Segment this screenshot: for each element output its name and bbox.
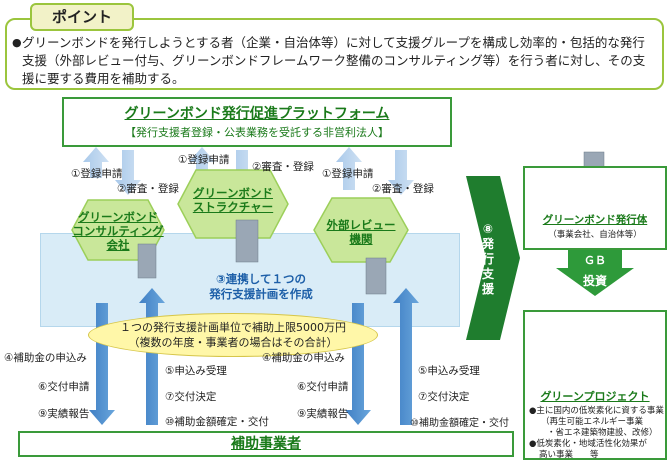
project-item1b: ・省エネ建築物建設、改修） (547, 428, 658, 438)
flow-right-decision: ⑦交付決定 (418, 391, 470, 403)
register-label-2: ①登録申請 (178, 154, 230, 166)
flow-right-report: ⑨実績報告 (297, 408, 349, 420)
flow-left-report: ⑨実績報告 (38, 408, 90, 420)
arrow-down-left (89, 303, 115, 425)
arrow-down-1 (115, 150, 141, 195)
bullet-icon: ● (12, 36, 22, 49)
review-label-2: ②審査・登録 (252, 161, 314, 173)
flow-left-grant-request: ⑥交付申請 (38, 381, 90, 393)
supporter-consulting: グリーンボンド コンサルティング 会社 (72, 210, 164, 252)
arrow-up-left (139, 288, 165, 425)
arrow-up-2 (189, 147, 215, 178)
platform-subtitle: 【発行支援者登録・公表業務を受託する非営利法人】 (125, 126, 389, 139)
project-item2a: 高い事業 等 (539, 450, 599, 460)
register-label-3: ①登録申請 (322, 168, 374, 180)
point-text: グリーンボンドを発行しようとする者（企業・自治体等）に対して支援グループを構成し… (22, 35, 646, 86)
project-item2: ●低炭素化・地域活性化効果が (529, 439, 647, 449)
arrow-up-right (393, 288, 419, 425)
supporter-structure: グリーンボンド ストラクチャー (192, 186, 274, 214)
flow-left-accept: ⑤申込み受理 (165, 365, 227, 377)
arrow-down-right (345, 303, 371, 425)
review-label-3: ②審査・登録 (372, 183, 434, 195)
arrow-up-3 (336, 147, 362, 190)
point-tab: ポイント (30, 3, 134, 31)
cooperation-text: ③連携して１つの 発行支援計画を作成 (209, 272, 313, 301)
issuer-box: グリーンボンド発行体 （事業会社、自治体等） (523, 166, 667, 250)
issuer-title: グリーンボンド発行体 (542, 214, 648, 226)
hex-review (313, 197, 409, 263)
project-item1: ●主に国内の低炭素化に資する事業 (529, 406, 664, 416)
invest-label: 投資 (582, 274, 607, 288)
issuance-arrow (466, 176, 520, 340)
flow-left-apply: ④補助金の申込み (4, 352, 87, 364)
flow-left-decision: ⑦交付決定 (165, 391, 217, 403)
flow-right-grant-request: ⑥交付申請 (297, 381, 349, 393)
issuer-sub: （事業会社、自治体等） (548, 230, 642, 240)
review-label-1: ②審査・登録 (117, 183, 179, 195)
flow-right-finalize: ⑩補助金額確定・交付 (410, 418, 509, 429)
hex-structure (177, 169, 289, 239)
applicant-bar: 補助事業者 (18, 431, 514, 457)
gb-label: ＧＢ (584, 254, 606, 267)
flow-right-accept: ⑤申込み受理 (418, 365, 480, 377)
supporter-review: 外部レビュー 機関 (326, 218, 396, 246)
arrow-down-3 (388, 150, 414, 195)
flow-left-finalize: ⑩補助金額確定・交付 (165, 416, 269, 428)
project-item1a: （再生可能エネルギー事業 (541, 417, 644, 427)
register-label-1: ①登録申請 (71, 168, 123, 180)
platform-box: グリーンボンド発行促進プラットフォーム 【発行支援者登録・公表業務を受託する非営… (62, 97, 452, 147)
flow-right-apply: ④補助金の申込み (262, 352, 345, 364)
gb-arrow (556, 250, 634, 296)
issuance-arrow-label: ⑧ 発 行 支 援 (481, 222, 494, 296)
subsidy-limit-oval: １つの発行支援計画単位で補助上限5000万円 （複数の年度・事業者の場合はその合… (88, 313, 378, 357)
project-box: グリーンプロジェクト ●主に国内の低炭素化に資する事業 （再生可能エネルギー事業… (523, 310, 667, 460)
project-title: グリーンプロジェクト (540, 390, 650, 403)
arrow-up-1 (83, 147, 109, 178)
platform-arrows (83, 147, 414, 195)
platform-title: グリーンボンド発行促進プラットフォーム (124, 106, 390, 122)
